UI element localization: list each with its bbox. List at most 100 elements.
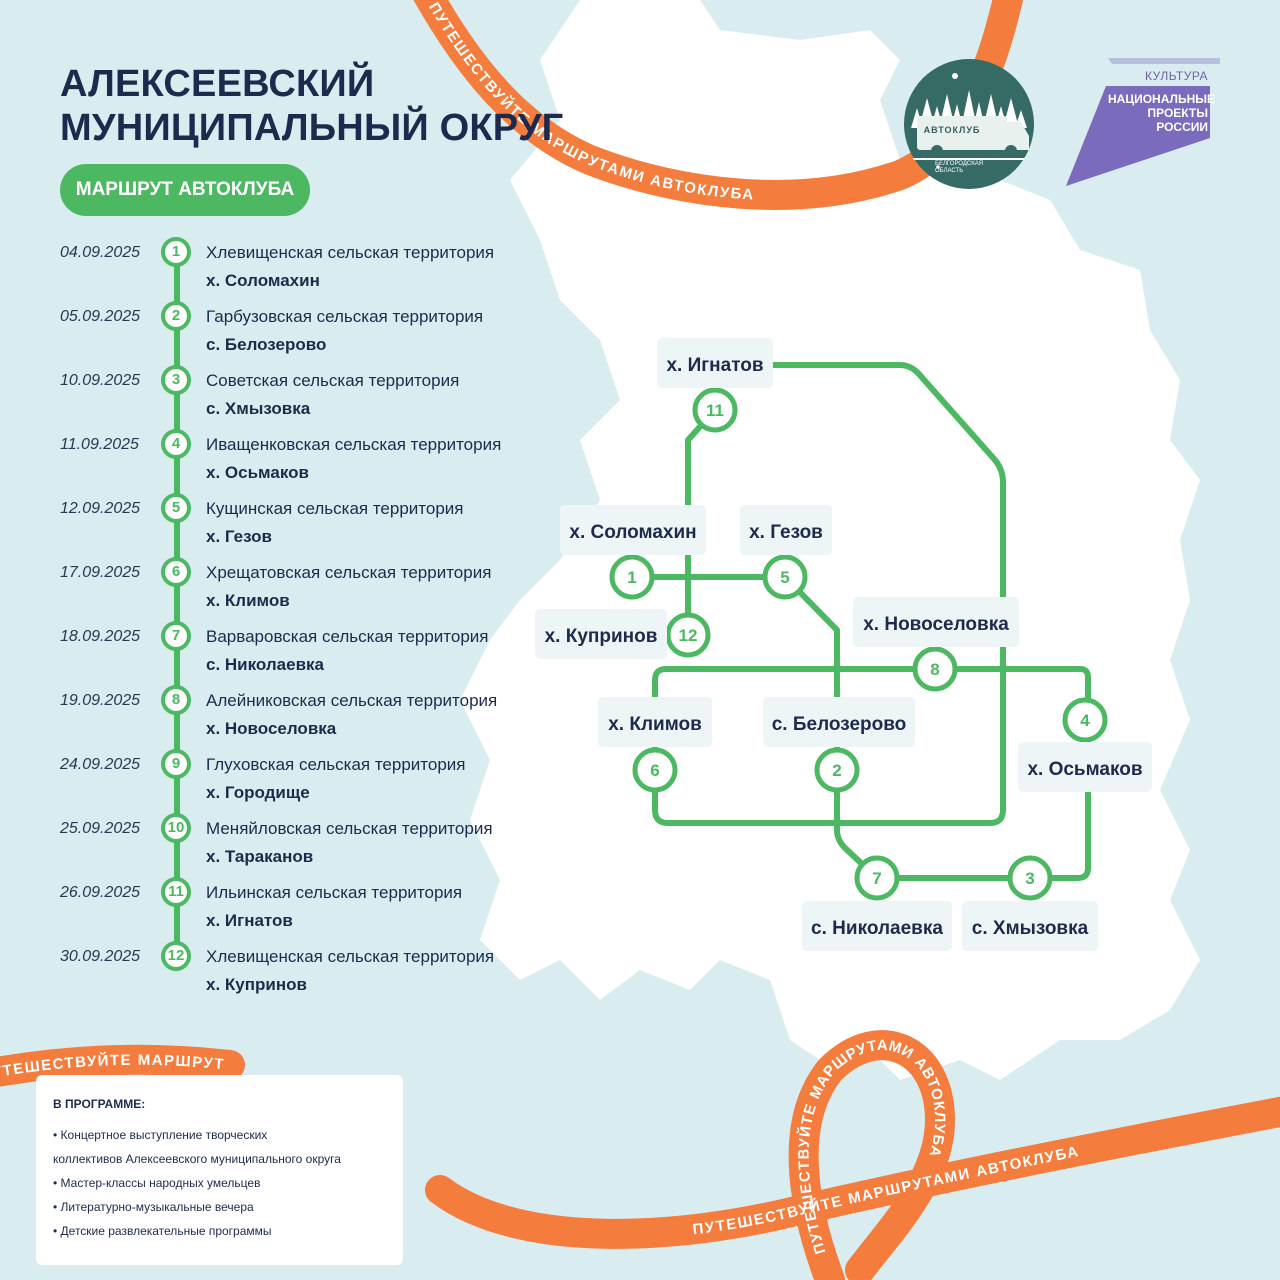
schedule-number: 4 xyxy=(161,429,191,459)
schedule-number: 2 xyxy=(161,301,191,331)
schedule-territory: Алейниковская сельская территория xyxy=(206,691,498,710)
schedule-territory: Хлевищенская сельская территория xyxy=(206,947,495,966)
route-label-badge: МАРШРУТ АВТОКЛУБА xyxy=(60,164,310,216)
station-8 xyxy=(912,646,958,692)
schedule-village: х. Соломахин xyxy=(206,271,320,290)
schedule-item: 04.09.2025 1 Хлевищенская сельская терри… xyxy=(0,237,560,307)
schedule-village: с. Белозерово xyxy=(206,335,327,354)
schedule-village: х. Гезов xyxy=(206,527,272,546)
schedule-date: 11.09.2025 xyxy=(60,436,139,453)
title-line-2: МУНИЦИПАЛЬНЫЙ ОКРУГ xyxy=(60,107,564,149)
program-item: коллективов Алексеевского муниципального… xyxy=(53,1152,341,1166)
schedule-date: 24.09.2025 xyxy=(60,756,141,773)
schedule-village: х. Осьмаков xyxy=(206,463,309,482)
schedule-village: х. Климов xyxy=(206,591,290,610)
schedule-territory: Меняйловская сельская территория xyxy=(206,819,493,838)
station-circles xyxy=(609,387,1108,901)
schedule-number: 7 xyxy=(161,621,191,651)
station-7-num: 7 xyxy=(872,869,881,888)
schedule-item: 26.09.2025 11 Ильинская сельская террито… xyxy=(0,877,560,947)
program-item: • Детские развлекательные программы xyxy=(53,1224,272,1238)
station-2-num: 2 xyxy=(832,761,841,780)
schedule-village: х. Игнатов xyxy=(206,911,293,930)
schedule-village: с. Хмызовка xyxy=(206,399,311,418)
schedule-item: 12.09.2025 5 Кущинская сельская территор… xyxy=(0,493,560,563)
label-kuprinov: х. Купринов xyxy=(545,626,658,647)
schedule-territory: Хлевищенская сельская территория xyxy=(206,243,495,262)
schedule-number: 8 xyxy=(161,685,191,715)
schedule-village: х. Тараканов xyxy=(206,847,314,866)
program-item: • Концертное выступление творческих xyxy=(53,1128,268,1142)
station-6 xyxy=(632,747,678,793)
schedule-number: 11 xyxy=(161,877,191,907)
station-12 xyxy=(665,612,711,658)
program-item: • Литературно-музыкальные вечера xyxy=(53,1200,254,1214)
station-2 xyxy=(814,747,860,793)
schedule-item: 18.09.2025 7 Варваровская сельская терри… xyxy=(0,621,560,691)
schedule-territory: Хрещатовская сельская территория xyxy=(206,563,492,582)
program-box: В ПРОГРАММЕ: • Концертное выступление тв… xyxy=(36,1075,403,1265)
schedule-item: 25.09.2025 10 Меняйловская сельская терр… xyxy=(0,813,560,883)
station-numbers: 11 1 5 12 8 6 2 4 7 3 xyxy=(627,401,1090,888)
avtoklub-logo xyxy=(904,59,1034,189)
schedule-date: 26.09.2025 xyxy=(60,884,141,901)
label-nikolaevka: с. Николаевка xyxy=(811,918,943,939)
np-title: НАЦИОНАЛЬНЫЕ ПРОЕКТЫ РОССИИ xyxy=(1108,92,1215,134)
schedule-number: 10 xyxy=(161,813,191,843)
schedule-date: 17.09.2025 xyxy=(60,564,141,581)
station-labels: х. Игнатов х. Соломахин х. Гезов х. Купр… xyxy=(545,355,1143,939)
label-solomakhin: х. Соломахин xyxy=(569,522,696,543)
station-12-num: 12 xyxy=(679,626,698,645)
label-osmakov: х. Осьмаков xyxy=(1027,759,1142,780)
schedule-number: 5 xyxy=(161,493,191,523)
schedule-item: 17.09.2025 6 Хрещатовская сельская терри… xyxy=(0,557,560,627)
schedule-village: с. Николаевка xyxy=(206,655,324,674)
schedule-date: 12.09.2025 xyxy=(60,500,141,517)
title-line-1: АЛЕКСЕЕВСКИЙ xyxy=(60,63,375,105)
schedule-item: 10.09.2025 3 Советская сельская территор… xyxy=(0,365,560,435)
station-1 xyxy=(609,554,655,600)
station-4 xyxy=(1062,697,1108,743)
station-3 xyxy=(1007,855,1053,901)
national-projects-logo xyxy=(1066,58,1220,186)
page-title: АЛЕКСЕЕВСКИЙ МУНИЦИПАЛЬНЫЙ ОКРУГ xyxy=(60,62,563,150)
schedule-date: 25.09.2025 xyxy=(60,820,141,837)
label-ignatov: х. Игнатов xyxy=(666,355,763,376)
label-klimov: х. Климов xyxy=(608,714,702,735)
schedule-item: 19.09.2025 8 Алейниковская сельская терр… xyxy=(0,685,560,755)
schedule-date: 04.09.2025 xyxy=(60,244,141,261)
schedule-item: 30.09.2025 12 Хлевищенская сельская терр… xyxy=(0,941,560,1011)
ribbon-loop: ПУТЕШЕСТВУЙТЕ МАРШРУТАМИ АВТОКЛУБА ПУТЕШ… xyxy=(440,1037,1280,1280)
station-4-num: 4 xyxy=(1080,711,1090,730)
schedule-date: 10.09.2025 xyxy=(60,372,141,389)
station-1-num: 1 xyxy=(627,568,636,587)
station-3-num: 3 xyxy=(1025,869,1034,888)
program-item: • Мастер-классы народных умельцев xyxy=(53,1176,261,1190)
np-culture-label: КУЛЬТУРА xyxy=(1145,69,1209,83)
station-5 xyxy=(762,554,808,600)
schedule-item: 24.09.2025 9 Глуховская сельская террито… xyxy=(0,749,560,819)
schedule-date: 18.09.2025 xyxy=(60,628,141,645)
station-11 xyxy=(692,387,738,433)
station-8-num: 8 xyxy=(930,660,939,679)
schedule-number: 12 xyxy=(161,941,191,971)
schedule-date: 30.09.2025 xyxy=(60,948,141,965)
station-11-num: 11 xyxy=(706,401,724,420)
schedule-date: 19.09.2025 xyxy=(60,692,141,709)
schedule-number: 6 xyxy=(161,557,191,587)
schedule-territory: Советская сельская территория xyxy=(206,371,460,390)
schedule-number: 1 xyxy=(161,237,191,267)
avtoklub-name: АВТОКЛУБ xyxy=(923,125,981,135)
schedule-number: 3 xyxy=(161,365,191,395)
schedule-territory: Варваровская сельская территория xyxy=(206,627,489,646)
label-novoselovka: х. Новоселовка xyxy=(863,614,1009,635)
schedule-territory: Глуховская сельская территория xyxy=(206,755,466,774)
timeline-line xyxy=(174,250,180,955)
schedule-item: 05.09.2025 2 Гарбузовская сельская терри… xyxy=(0,301,560,371)
schedule-village: х. Городище xyxy=(206,783,310,802)
program-heading: В ПРОГРАММЕ: xyxy=(53,1097,146,1111)
schedule-date: 05.09.2025 xyxy=(60,308,141,325)
schedule-village: х. Новоселовка xyxy=(206,719,337,738)
schedule-item: 11.09.2025 4 Иващенковская сельская терр… xyxy=(0,429,560,499)
station-label-boxes xyxy=(535,338,1152,951)
